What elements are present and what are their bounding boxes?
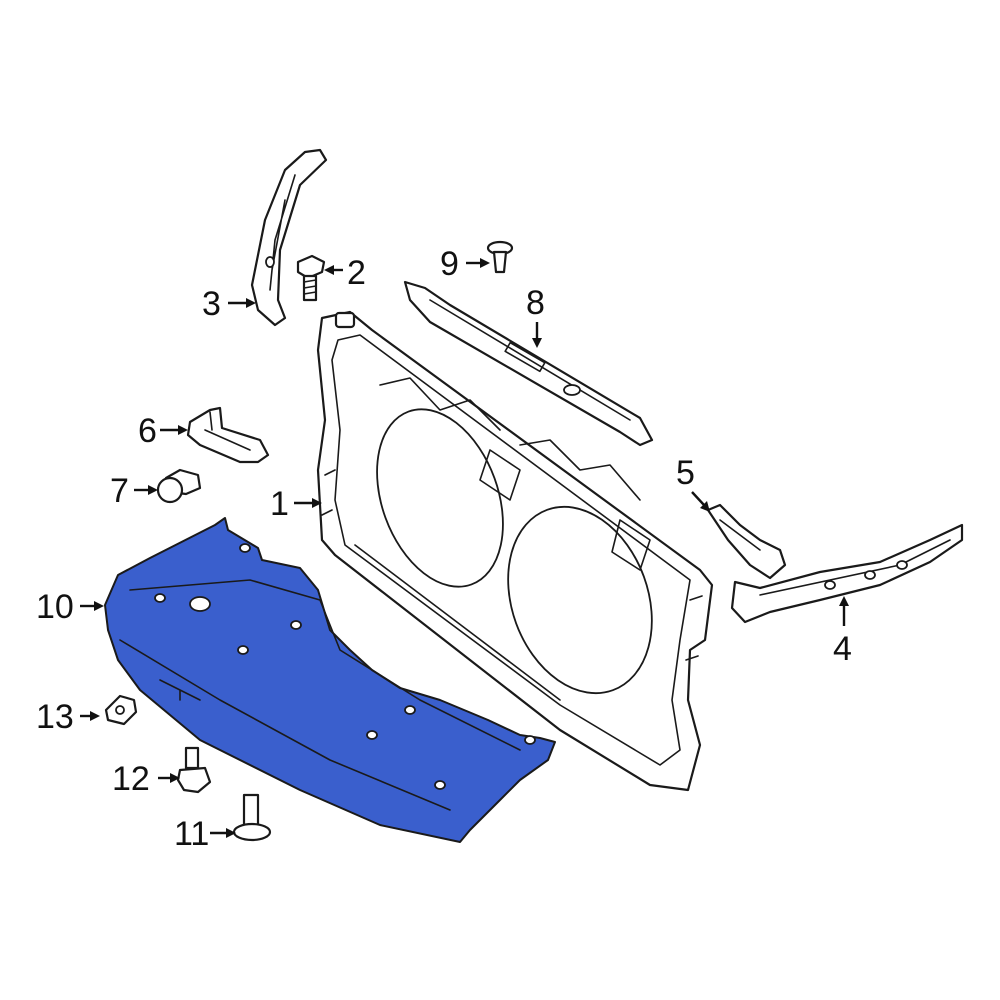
engine-under-cover[interactable] — [104, 517, 556, 843]
stud-11[interactable] — [232, 793, 272, 842]
callout-10: 10 — [36, 588, 74, 626]
fan-opening-right — [507, 505, 653, 695]
callout-3: 3 — [202, 285, 221, 323]
callout-5: 5 — [676, 454, 695, 492]
callout-11: 11 — [174, 815, 209, 853]
callout-6: 6 — [138, 412, 157, 450]
callout-13: 13 — [36, 698, 74, 736]
callout-labels: 1 2 3 4 5 6 7 8 9 10 11 12 13 — [36, 245, 852, 853]
callout-4: 4 — [833, 630, 852, 668]
callout-8: 8 — [526, 284, 545, 322]
callout-1: 1 — [270, 485, 289, 523]
bolt-2[interactable] — [296, 254, 326, 302]
clip-9[interactable] — [486, 240, 514, 274]
callout-7: 7 — [110, 472, 129, 510]
bracket-5[interactable] — [706, 503, 787, 580]
radiator-support-frame[interactable] — [316, 310, 714, 792]
callout-9: 9 — [440, 245, 459, 283]
left-side-bracket[interactable] — [250, 148, 328, 327]
nut-clip-13[interactable] — [104, 694, 138, 726]
callout-2: 2 — [347, 254, 366, 292]
upper-tie-bar[interactable] — [403, 280, 654, 447]
callout-12: 12 — [112, 760, 150, 798]
fan-opening-left — [376, 408, 504, 588]
side-member-4[interactable] — [730, 523, 964, 624]
callout-arrows — [80, 258, 849, 838]
bolt-12[interactable] — [176, 746, 212, 794]
push-clip-7[interactable] — [156, 468, 202, 504]
bracket-6[interactable] — [186, 406, 270, 464]
